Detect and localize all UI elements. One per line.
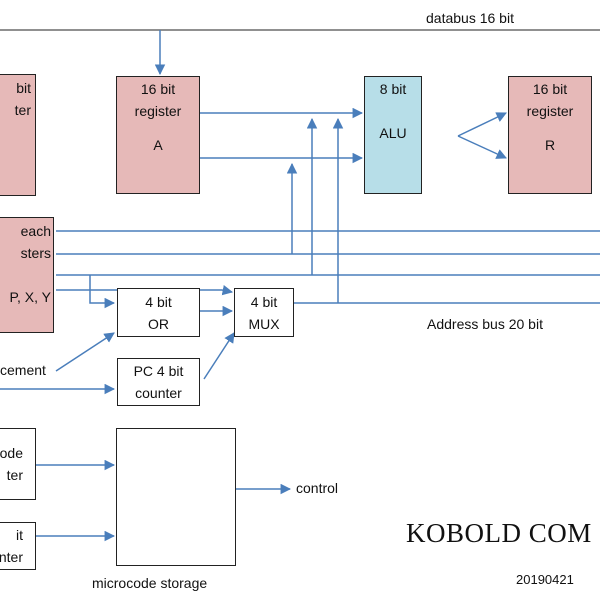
left-register-line-1: bit (16, 80, 31, 96)
pc-counter-line-1: PC 4 bit (133, 363, 184, 379)
register-a-line-3: A (153, 137, 163, 153)
date-label: 20190421 (516, 572, 574, 587)
bit-counter-line-1: it (16, 527, 23, 543)
opcode-register-line-1: ode (0, 445, 23, 461)
increment-label: cement (0, 362, 46, 378)
opcode-register-box: ode ter (0, 428, 36, 500)
mux-line-2: MUX (248, 315, 280, 332)
or-line-1: 4 bit (145, 293, 172, 310)
mux-line-1: 4 bit (250, 293, 278, 310)
increment-to-or (55, 332, 115, 372)
left-register-line-2: ter (14, 102, 31, 118)
control-label: control (296, 480, 339, 496)
bit-counter-box: it nter (0, 522, 36, 570)
bit-counter-line-2: nter (0, 549, 23, 565)
databus-label: databus 16 bit (426, 10, 514, 26)
mux-box: 4 bit MUX (234, 288, 294, 337)
register-a-box: 16 bit register A (116, 76, 200, 194)
or-line-2: OR (148, 315, 169, 332)
alu-to-r-up (457, 112, 507, 137)
left-register-box: bit ter (0, 74, 36, 196)
pc-counter-line-2: counter (135, 385, 182, 401)
alu-line-1: 8 bit (379, 81, 407, 97)
register-r-line-1: 16 bit (532, 81, 568, 97)
microcode-storage-label: microcode storage (92, 575, 208, 591)
alu-box: 8 bit ALU (364, 76, 422, 194)
register-r-line-3: R (544, 137, 556, 153)
feed-to-mux (56, 284, 234, 296)
register-r-line-2: register (526, 103, 574, 119)
address-bus-label: Address bus 20 bit (427, 316, 543, 332)
alu-to-r-down (457, 135, 507, 159)
reach-registers-line-2: sters (20, 245, 51, 261)
register-r-box: 16 bit register R (508, 76, 592, 194)
alu-line-3: ALU (379, 125, 407, 141)
or-box: 4 bit OR (117, 288, 200, 337)
pc-to-mux (203, 332, 235, 380)
reach-registers-box: each sters P, X, Y (0, 217, 54, 333)
pc-counter-box: PC 4 bit counter (117, 358, 200, 406)
register-a-line-2: register (134, 103, 182, 119)
diagram-title: KOBOLD COM (406, 518, 592, 548)
reach-registers-line-1: each (20, 223, 51, 239)
register-a-line-1: 16 bit (140, 81, 176, 97)
regs-to-or (89, 275, 116, 309)
opcode-register-line-2: ter (6, 467, 23, 483)
reach-registers-line-4: P, X, Y (9, 289, 51, 305)
microcode-storage-box (116, 428, 236, 566)
